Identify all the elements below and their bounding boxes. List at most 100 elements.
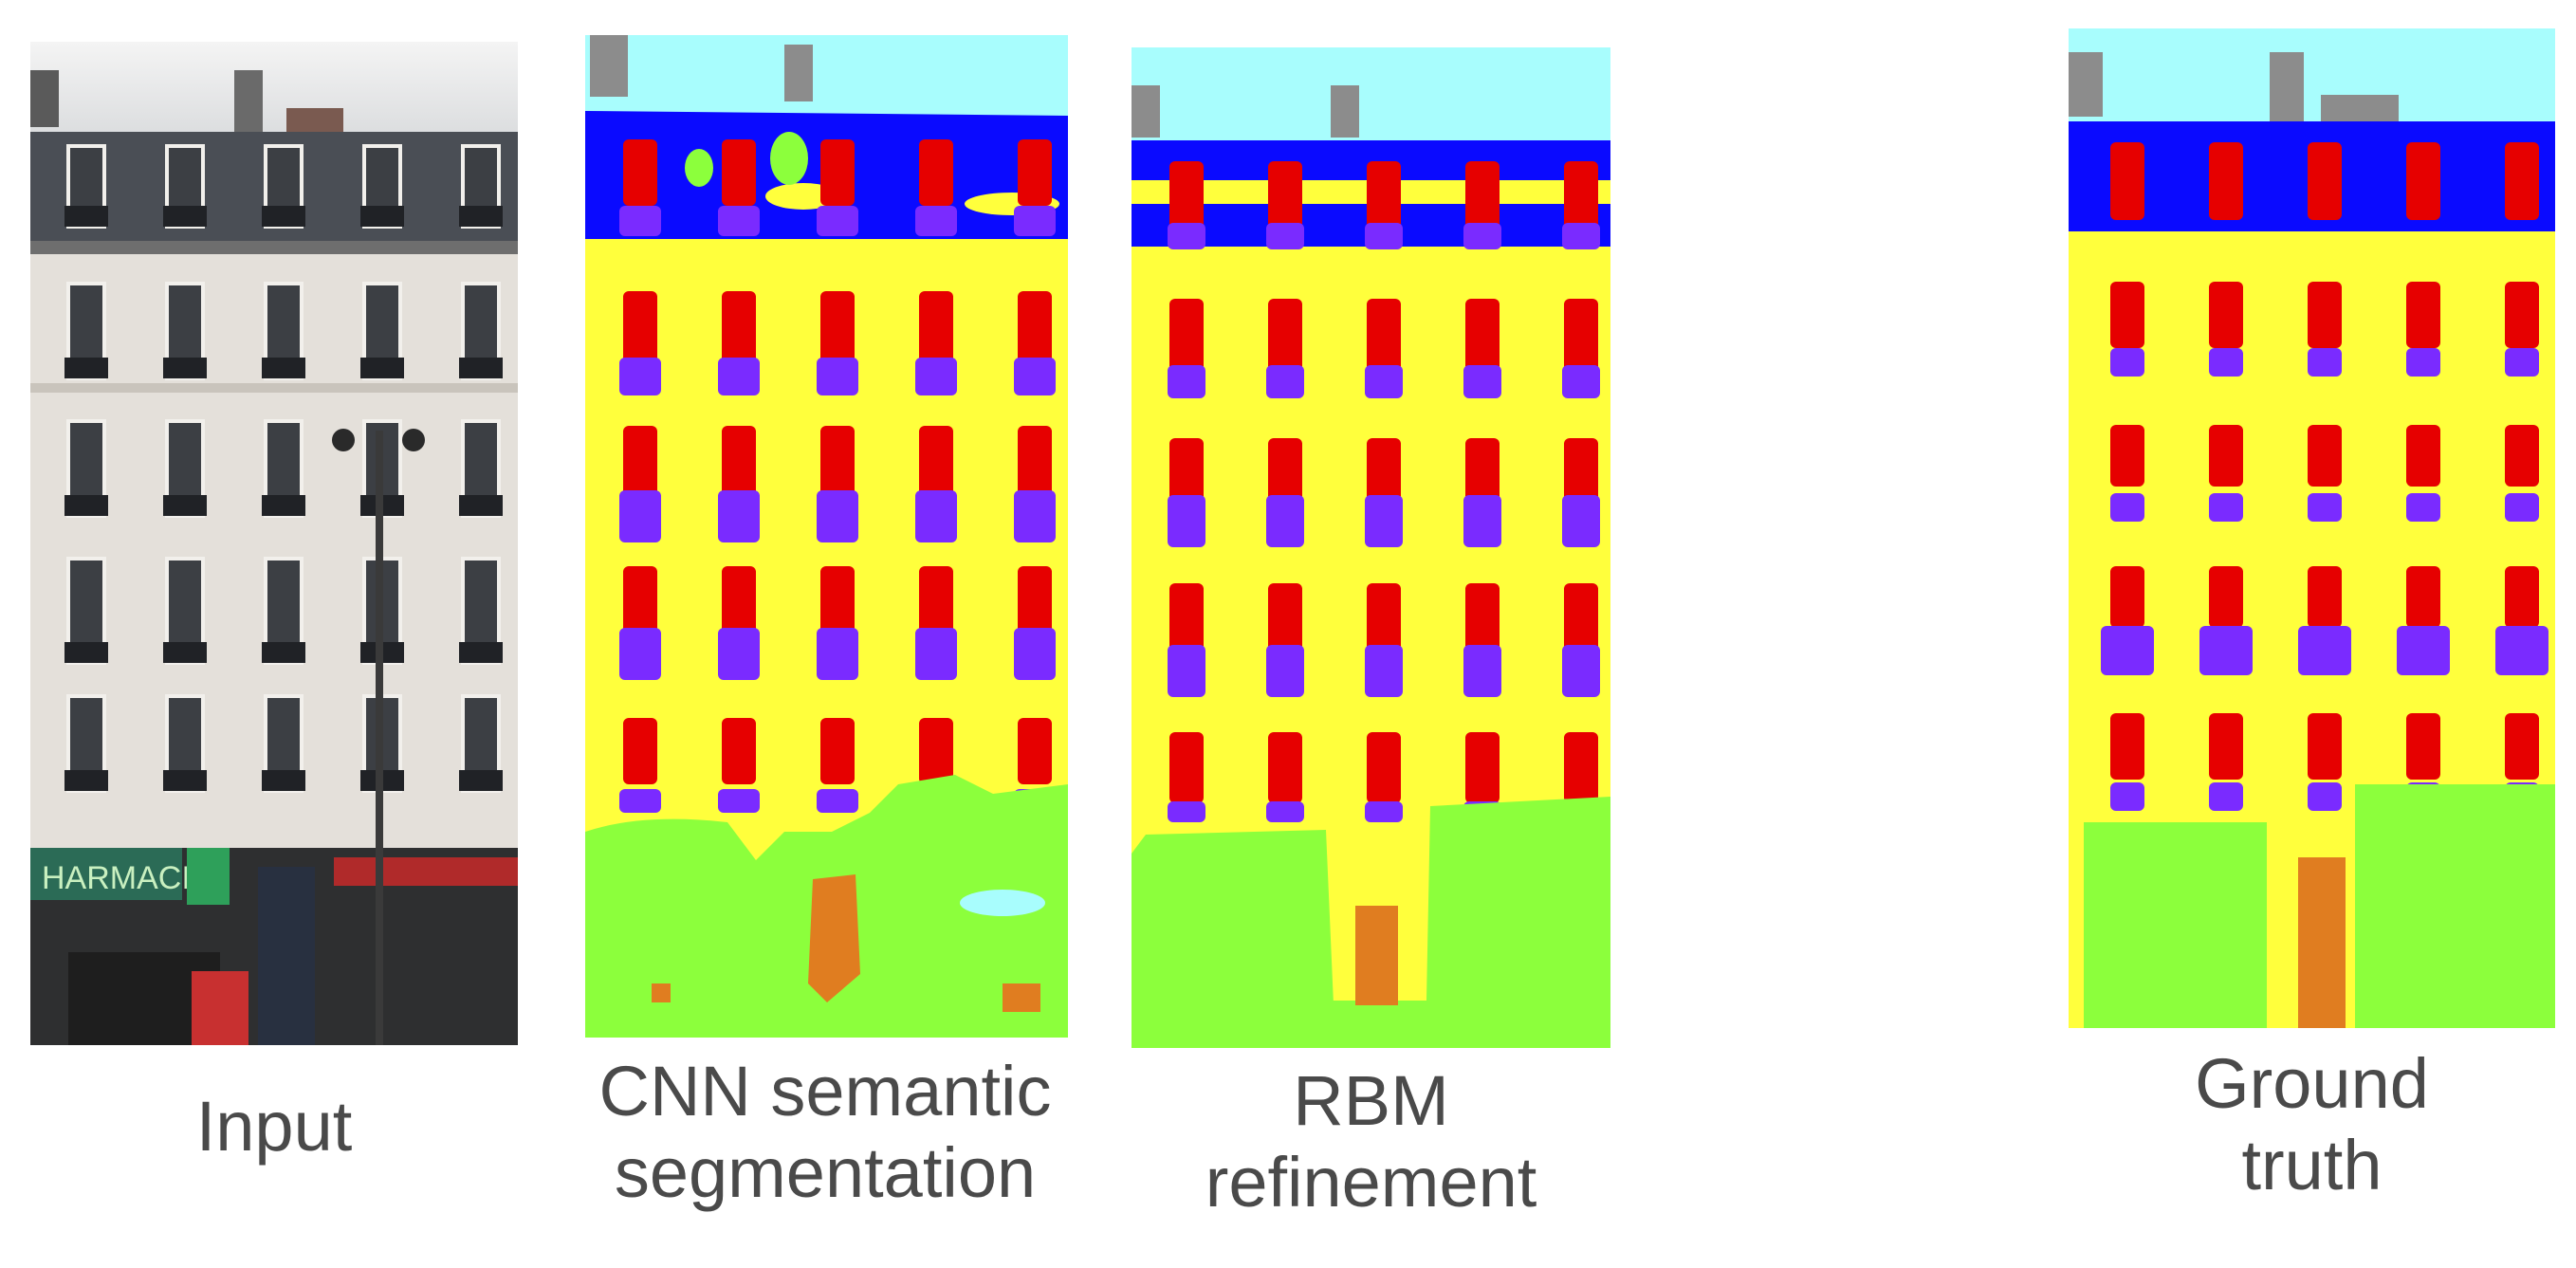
balcony-mark xyxy=(2308,348,2342,377)
balcony-grid xyxy=(2101,626,2548,675)
balcony-mark xyxy=(1562,365,1600,398)
balcony-mark xyxy=(718,789,760,813)
photo-balcony-rail xyxy=(262,642,305,663)
window-mark xyxy=(1169,299,1204,375)
window-mark xyxy=(1367,299,1401,375)
window-mark xyxy=(623,291,657,377)
photo-balcony-rail xyxy=(163,770,207,791)
balcony-mark xyxy=(1168,801,1205,822)
balcony-mark xyxy=(2397,626,2450,675)
balcony-mark xyxy=(2199,626,2253,675)
window-mark xyxy=(2406,142,2440,220)
window-mark xyxy=(722,426,756,511)
balcony-mark xyxy=(2495,626,2548,675)
balcony-mark xyxy=(1365,645,1403,697)
balcony-mark xyxy=(1562,645,1600,697)
window-mark xyxy=(1465,438,1500,512)
balcony-mark xyxy=(915,358,957,395)
caption-ground-truth: Ground truth xyxy=(2195,1044,2429,1204)
balcony-mark xyxy=(2505,493,2539,522)
window-mark xyxy=(2110,713,2144,780)
window-mark xyxy=(1268,732,1302,803)
balcony-mark xyxy=(2308,782,2342,811)
balcony-mark xyxy=(1365,365,1403,398)
window-mark xyxy=(1169,161,1204,232)
balcony-mark xyxy=(1463,365,1501,398)
window-grid xyxy=(2110,142,2539,780)
window-mark xyxy=(1268,583,1302,659)
sky-region xyxy=(1132,47,1610,144)
balcony-mark xyxy=(2110,782,2144,811)
window-mark xyxy=(1018,291,1052,377)
balcony-mark xyxy=(817,628,858,680)
window-mark xyxy=(1169,732,1204,803)
balcony-mark xyxy=(1168,645,1205,697)
window-mark xyxy=(1268,438,1302,512)
window-mark xyxy=(1367,161,1401,232)
balcony-mark xyxy=(619,206,661,236)
window-mark xyxy=(1018,139,1052,206)
balcony-mark xyxy=(619,789,661,813)
balcony-mark xyxy=(1463,645,1501,697)
window-mark xyxy=(919,291,953,377)
ground-truth-map xyxy=(2069,28,2555,1028)
window-mark xyxy=(722,291,756,377)
balcony-mark xyxy=(1266,365,1304,398)
photo-balcony-rail xyxy=(360,358,404,378)
caption-rbm-refinement: RBM refinement xyxy=(1205,1061,1537,1222)
photo-balcony-rail xyxy=(262,770,305,791)
balcony-mark xyxy=(2298,626,2351,675)
window-mark xyxy=(2209,282,2243,348)
balcony-mark xyxy=(915,490,957,542)
photo-balcony-rail xyxy=(163,642,207,663)
window-mark xyxy=(2505,142,2539,220)
balcony-mark xyxy=(1014,490,1056,542)
window-mark xyxy=(1564,299,1598,375)
balcony-mark xyxy=(718,490,760,542)
caption-input: Input xyxy=(195,1087,353,1166)
rbm-refinement-map xyxy=(1132,47,1610,1048)
balcony-mark xyxy=(1266,645,1304,697)
photo-balcony-rail xyxy=(459,642,503,663)
photo-balcony-rail xyxy=(64,770,108,791)
balcony-mark xyxy=(2505,348,2539,377)
balcony-mark xyxy=(1266,223,1304,249)
window-mark xyxy=(919,718,953,784)
input-photo: HARMACIE xyxy=(30,42,518,1045)
chimney-region xyxy=(2069,52,2399,121)
sky-region xyxy=(2069,28,2555,121)
window-mark xyxy=(2209,425,2243,487)
photo-windows xyxy=(64,144,503,793)
window-mark xyxy=(1465,299,1500,375)
pharmacy-sign: HARMACIE xyxy=(42,860,212,896)
window-mark xyxy=(2406,425,2440,487)
balcony-mark xyxy=(817,490,858,542)
balcony-mark xyxy=(2406,493,2440,522)
balcony-mark xyxy=(1168,223,1205,249)
window-mark xyxy=(1169,438,1204,512)
window-mark xyxy=(1268,299,1302,375)
window-mark xyxy=(2209,566,2243,628)
window-mark xyxy=(1564,583,1598,659)
photo-balcony-rail xyxy=(459,770,503,791)
window-mark xyxy=(2308,566,2342,628)
balcony-mark xyxy=(2209,493,2243,522)
balcony-mark xyxy=(1365,223,1403,249)
window-mark xyxy=(2209,142,2243,220)
balcony-mark xyxy=(1266,801,1304,822)
photo-balcony-rail xyxy=(262,358,305,378)
photo-balcony-rail xyxy=(459,495,503,516)
balcony-mark xyxy=(915,628,957,680)
balcony-mark xyxy=(1014,358,1056,395)
balcony-mark xyxy=(718,358,760,395)
window-mark xyxy=(1018,426,1052,511)
window-mark xyxy=(1169,583,1204,659)
window-mark xyxy=(820,291,855,377)
balcony-mark xyxy=(1463,495,1501,547)
balcony-mark xyxy=(2209,348,2243,377)
window-mark xyxy=(2209,713,2243,780)
window-mark xyxy=(2406,713,2440,780)
window-mark xyxy=(1268,161,1302,232)
balcony-mark xyxy=(1266,495,1304,547)
shop-region xyxy=(2084,784,2555,1028)
